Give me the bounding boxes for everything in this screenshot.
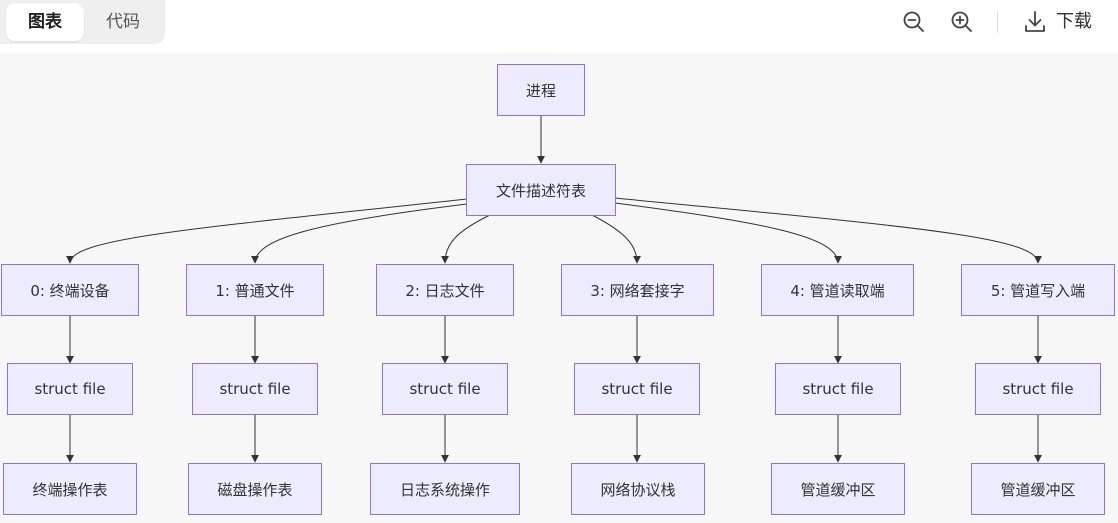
node-fd-1: 1: 普通文件 [186,264,324,316]
node-fd-table: 文件描述符表 [466,164,616,216]
view-tab-group: 图表 代码 [0,0,165,44]
zoom-out-button[interactable] [900,8,928,36]
node-fd-5: 5: 管道写入端 [961,264,1115,316]
download-label: 下载 [1056,11,1092,32]
node-ops-1: 磁盘操作表 [188,463,322,515]
tab-diagram[interactable]: 图表 [6,3,84,41]
node-ops-5: 管道缓冲区 [971,463,1105,515]
node-fd-2: 2: 日志文件 [376,264,514,316]
node-ops-4: 管道缓冲区 [771,463,905,515]
node-struct-0: struct file [7,363,133,415]
node-struct-3: struct file [574,363,700,415]
node-fd-4: 4: 管道读取端 [761,264,914,316]
toolbar: 图表 代码 下载 [0,0,1118,44]
node-ops-2: 日志系统操作 [370,463,520,515]
node-ops-3: 网络协议栈 [571,463,705,515]
zoom-in-icon [951,11,972,32]
diagram-canvas [0,53,1118,523]
zoom-out-icon [903,11,924,32]
node-ops-0: 终端操作表 [3,463,137,515]
node-process: 进程 [497,64,585,116]
download-icon [1025,11,1045,32]
tab-code[interactable]: 代码 [106,12,140,32]
toolbar-divider [997,11,998,33]
node-struct-1: struct file [192,363,318,415]
zoom-in-button[interactable] [948,8,976,36]
node-struct-4: struct file [775,363,901,415]
node-fd-3: 3: 网络套接字 [561,264,714,316]
node-struct-2: struct file [382,363,508,415]
node-struct-5: struct file [975,363,1101,415]
node-fd-0: 0: 终端设备 [1,264,139,316]
